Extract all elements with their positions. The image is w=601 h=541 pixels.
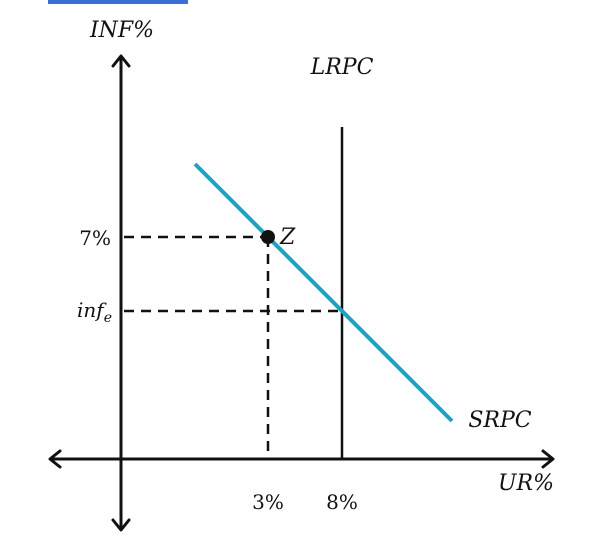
y-axis-arrow-up [111, 54, 131, 68]
lrpc-label: LRPC [310, 55, 374, 80]
srpc-label: SRPC [468, 408, 531, 433]
y-tick-expected-inflation-sub: e [104, 310, 112, 326]
point-z-label: Z [279, 225, 296, 250]
x-tick-8pct: 8% [326, 490, 358, 514]
y-tick-expected-inflation-base: inf [77, 298, 107, 322]
y-axis-label: INF% [89, 18, 154, 43]
x-axis-arrow-left [48, 449, 62, 469]
top-accent-bar [48, 0, 188, 4]
x-axis-label: UR% [498, 471, 554, 496]
srpc-line [193, 162, 454, 423]
y-tick-expected-inflation: infe [77, 298, 112, 326]
x-tick-3pct: 3% [252, 490, 284, 514]
y-tick-7pct: 7% [79, 226, 111, 250]
y-axis-arrow-down [111, 518, 131, 532]
x-axis-arrow-right [541, 449, 555, 469]
point-z [261, 230, 275, 244]
